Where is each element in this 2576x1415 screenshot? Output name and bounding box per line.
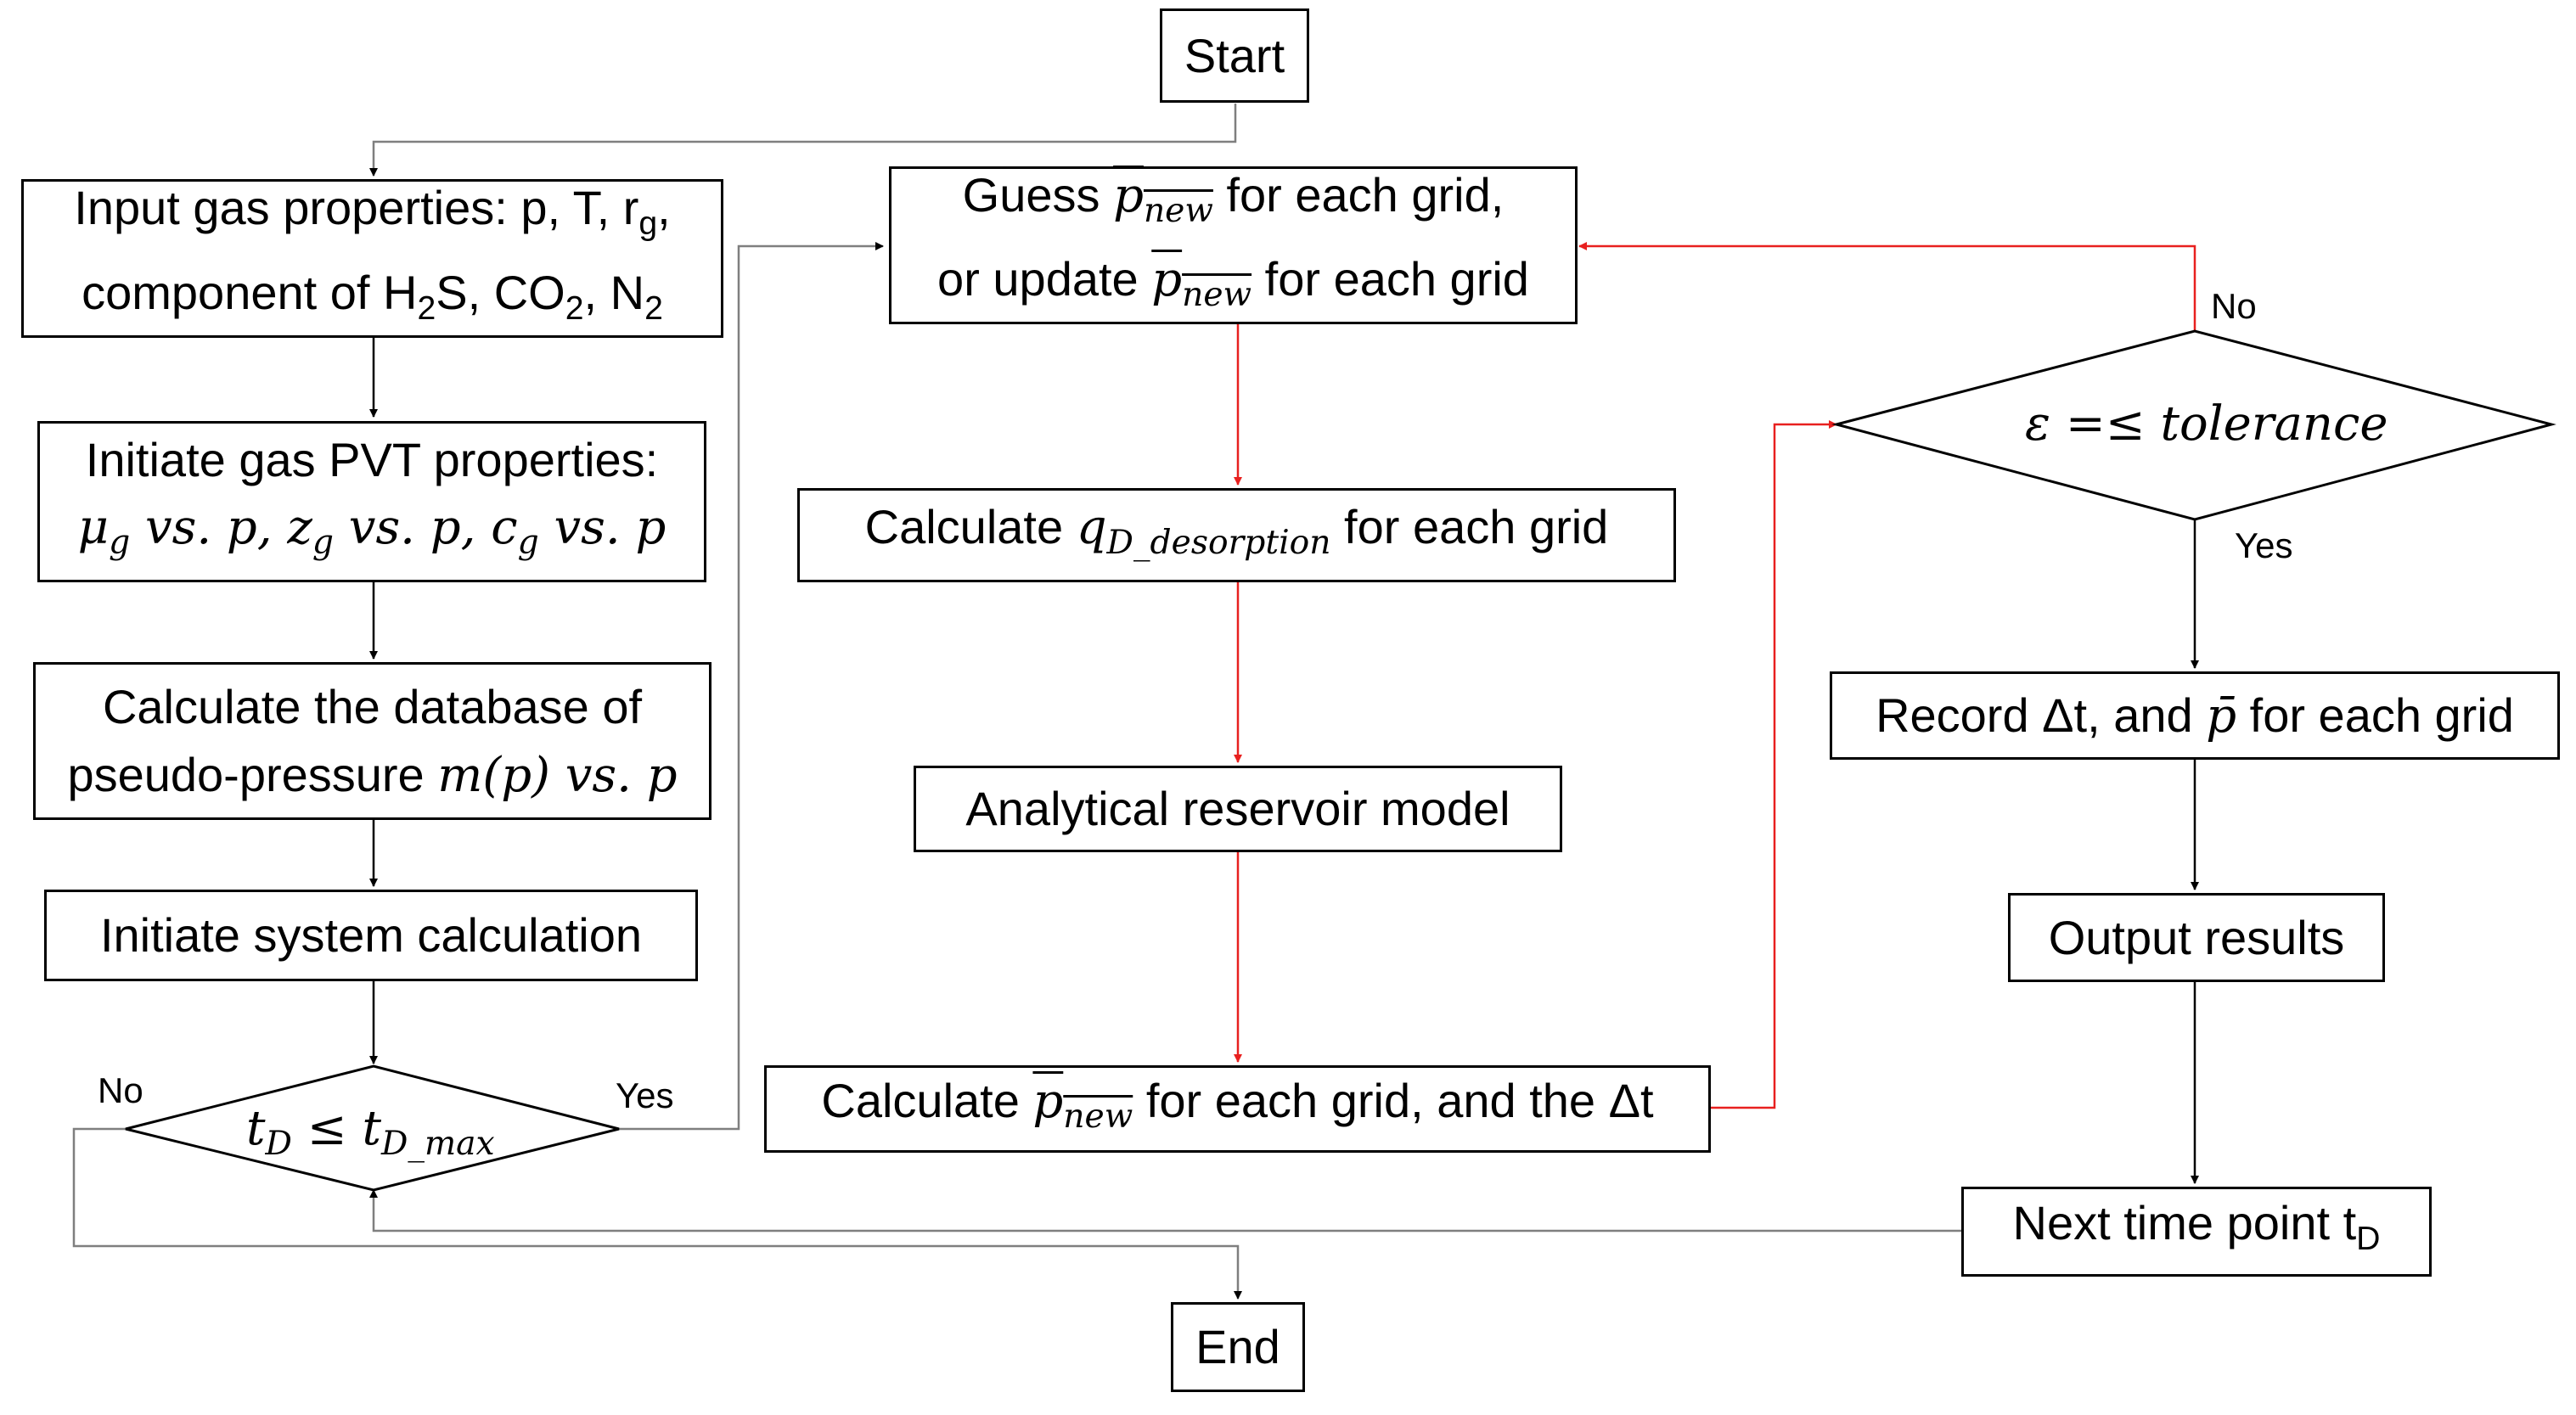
initiate-system-box: Initiate system calculation [44,890,698,981]
edge-label-yes-td: Yes [616,1075,674,1115]
td-decision-label: tD ≤ tD_max [246,1101,495,1164]
record-box: Record Δt, and p̄ for each grid [1830,671,2560,760]
edge-start-to-input [369,104,1237,177]
end-node: End [1171,1302,1305,1392]
next-time-point-box: Next time point tD [1961,1187,2432,1277]
calculate-new-pressure-box: Calculate pnew for each grid, and the Δt [764,1065,1711,1153]
edge-tolerance-no-to-guess [1578,242,2196,331]
analytical-model-box: Analytical reservoir model [914,766,1562,852]
database-line-2: pseudo-pressure m(p) vs. p [67,747,678,803]
edge-label-yes-tolerance: Yes [2235,525,2293,565]
output-label: Output results [2048,910,2345,964]
edge-calcp-to-tolerance [1711,420,1837,1109]
pvt-line-1: Initiate gas PVT properties: [85,432,659,486]
edge-decision-yes-to-guess [619,242,884,1131]
init-system-label: Initiate system calculation [99,908,643,962]
pseudo-pressure-database-box: Calculate the database of pseudo-pressur… [33,662,711,820]
analytical-label: Analytical reservoir model [965,782,1510,835]
edge-label-no-tolerance: No [2211,286,2257,326]
edge-label-no-left: No [98,1070,143,1110]
database-line-1: Calculate the database of [102,679,643,733]
end-label: End [1195,1320,1280,1373]
input-gas-properties-box: Input gas properties: p, T, rg, componen… [21,179,723,338]
input-line-1: Input gas properties: p, T, rg, [74,181,671,243]
decision-diamond-tolerance [1831,329,2556,521]
guess-line-1: Guess pnew for each grid, [962,167,1505,230]
edge-next-to-decision [369,1189,1961,1233]
input-line-2: component of H2S, CO2, N2 [82,265,663,327]
pvt-line-2: μg vs. p, zg vs. p, cg vs. p [77,499,666,563]
guess-line-2: or update pnew for each grid [937,252,1529,315]
output-results-box: Output results [2008,893,2385,982]
start-node: Start [1160,8,1309,103]
tolerance-decision-label: ε =≤ tolerance [2025,396,2388,452]
initiate-pvt-box: Initiate gas PVT properties: μg vs. p, z… [37,421,706,582]
decision-diamond-td [125,1064,620,1192]
calculate-desorption-box: Calculate qD_desorption for each grid [797,488,1676,582]
guess-pressure-box: Guess pnew for each grid, or update pnew… [889,166,1578,324]
start-label: Start [1184,28,1285,82]
edge-decision-no-to-end [72,1127,1242,1300]
